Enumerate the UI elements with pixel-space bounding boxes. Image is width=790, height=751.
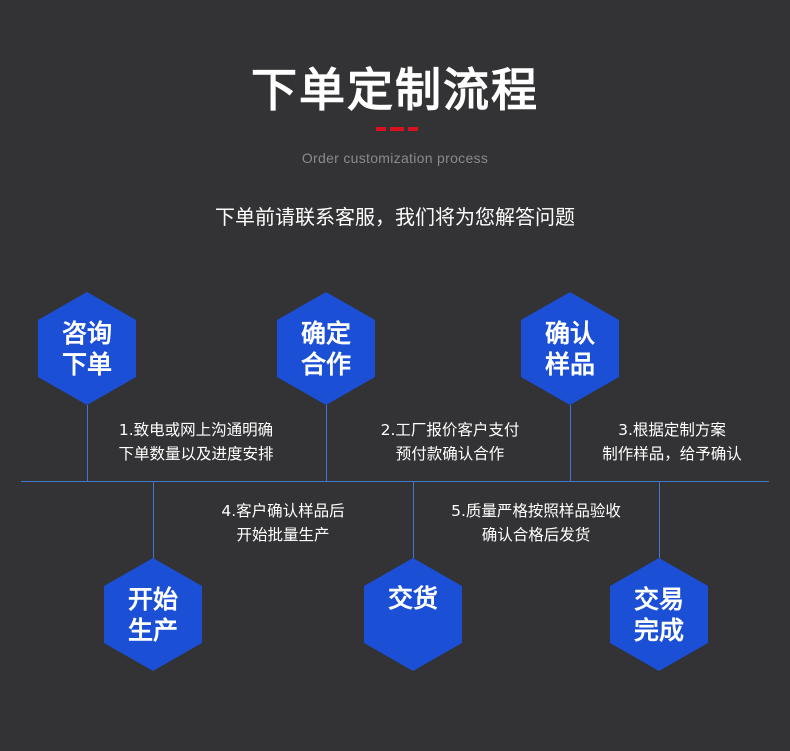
step-4-description: 4.客户确认样品后 开始批量生产	[183, 499, 383, 547]
step-hexagon-start-production: 开始 生产	[103, 557, 203, 672]
page-subtitle: Order customization process	[301, 150, 489, 166]
description-line: 1.致电或网上沟通明确	[118, 421, 274, 439]
description-line: 制作样品，给予确认	[602, 445, 742, 463]
step-hexagon-deal-complete: 交易 完成	[609, 557, 709, 672]
connector-step-1	[87, 405, 88, 481]
description-line: 预付款确认合作	[395, 445, 505, 463]
step-1-description: 1.致电或网上沟通明确 下单数量以及进度安排	[96, 418, 296, 466]
step-label-line2: 生产	[127, 616, 178, 645]
step-label-line2: 下单	[61, 350, 112, 379]
connector-step-3	[570, 405, 571, 481]
timeline-axis	[21, 481, 769, 482]
connector-step-4	[153, 481, 154, 559]
step-label-line1: 确认	[544, 319, 595, 348]
step-label-line2: 样品	[544, 350, 595, 379]
step-label-line2: 合作	[300, 350, 351, 379]
step-label-line1: 开始	[127, 585, 178, 614]
description-line: 3.根据定制方案	[618, 421, 726, 439]
description-line: 确认合格后发货	[481, 526, 591, 544]
connector-step-6	[659, 481, 660, 559]
step-hexagon-confirm-cooperation: 确定 合作	[276, 291, 376, 406]
description-line: 4.客户确认样品后	[221, 502, 345, 520]
page-title: 下单定制流程	[251, 63, 539, 117]
step-3-description: 3.根据定制方案 制作样品，给予确认	[572, 418, 772, 466]
step-5-description: 5.质量严格按照样品验收 确认合格后发货	[426, 499, 646, 547]
description-line: 5.质量严格按照样品验收	[451, 502, 621, 520]
step-hexagon-delivery: 交货	[363, 557, 463, 672]
step-2-description: 2.工厂报价客户支付 预付款确认合作	[350, 418, 550, 466]
contact-tagline: 下单前请联系客服，我们将为您解答问题	[215, 205, 575, 229]
description-line: 开始批量生产	[236, 526, 330, 544]
step-label-line2: 完成	[633, 616, 684, 645]
connector-step-5	[413, 481, 414, 559]
connector-step-2	[326, 405, 327, 481]
step-label-line1: 咨询	[61, 319, 112, 348]
step-hexagon-consult-order: 咨询 下单	[37, 291, 137, 406]
step-label-line1: 交易	[633, 585, 684, 614]
step-label-line1: 确定	[300, 319, 351, 348]
step-hexagon-confirm-sample: 确认 样品	[520, 291, 620, 406]
title-accent-divider	[376, 127, 418, 131]
step-label-line1: 交货	[387, 584, 438, 613]
description-line: 2.工厂报价客户支付	[380, 421, 520, 439]
description-line: 下单数量以及进度安排	[118, 445, 274, 463]
